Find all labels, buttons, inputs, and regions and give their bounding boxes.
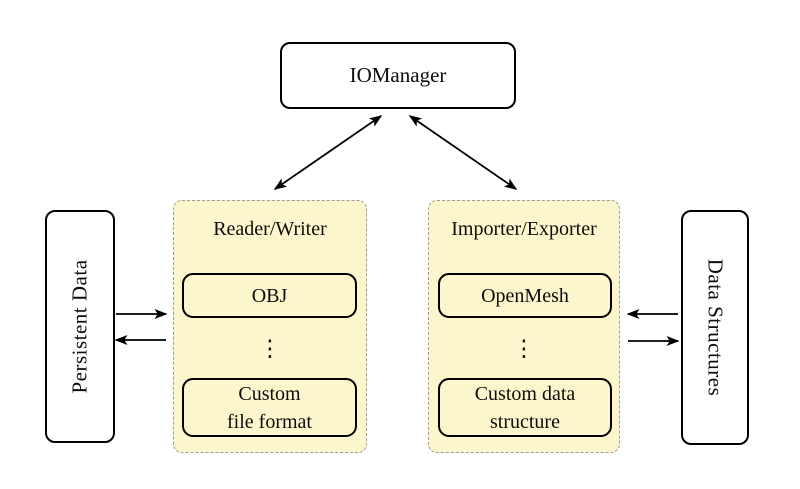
vertical-ellipsis-icon: ⋮ bbox=[258, 336, 282, 362]
iomanager-box: IOManager bbox=[280, 42, 516, 109]
openmesh-box: OpenMesh bbox=[438, 273, 612, 318]
custom-data-structure-box: Custom data structure bbox=[438, 378, 612, 437]
arrow-iomanager-importerexporter bbox=[408, 115, 518, 190]
reader-writer-title: Reader/Writer bbox=[213, 218, 327, 240]
custom-file-format-box: Custom file format bbox=[182, 378, 357, 437]
persistent-data-box: Persistent Data bbox=[45, 210, 115, 443]
custom-data-structure-label: Custom data structure bbox=[474, 382, 576, 433]
data-structures-label: Data Structures bbox=[703, 258, 728, 397]
data-structures-box: Data Structures bbox=[681, 210, 749, 445]
obj-label: OBJ bbox=[251, 284, 288, 307]
persistent-data-label: Persistent Data bbox=[67, 259, 92, 394]
obj-box: OBJ bbox=[182, 273, 357, 318]
vertical-ellipsis-icon: ⋮ bbox=[512, 336, 536, 362]
arrow-iomanager-readerwriter bbox=[273, 115, 383, 190]
custom-file-format-label: Custom file format bbox=[227, 382, 312, 433]
importer-exporter-title: Importer/Exporter bbox=[451, 218, 597, 240]
iomanager-label: IOManager bbox=[349, 63, 447, 87]
openmesh-label: OpenMesh bbox=[481, 284, 569, 307]
